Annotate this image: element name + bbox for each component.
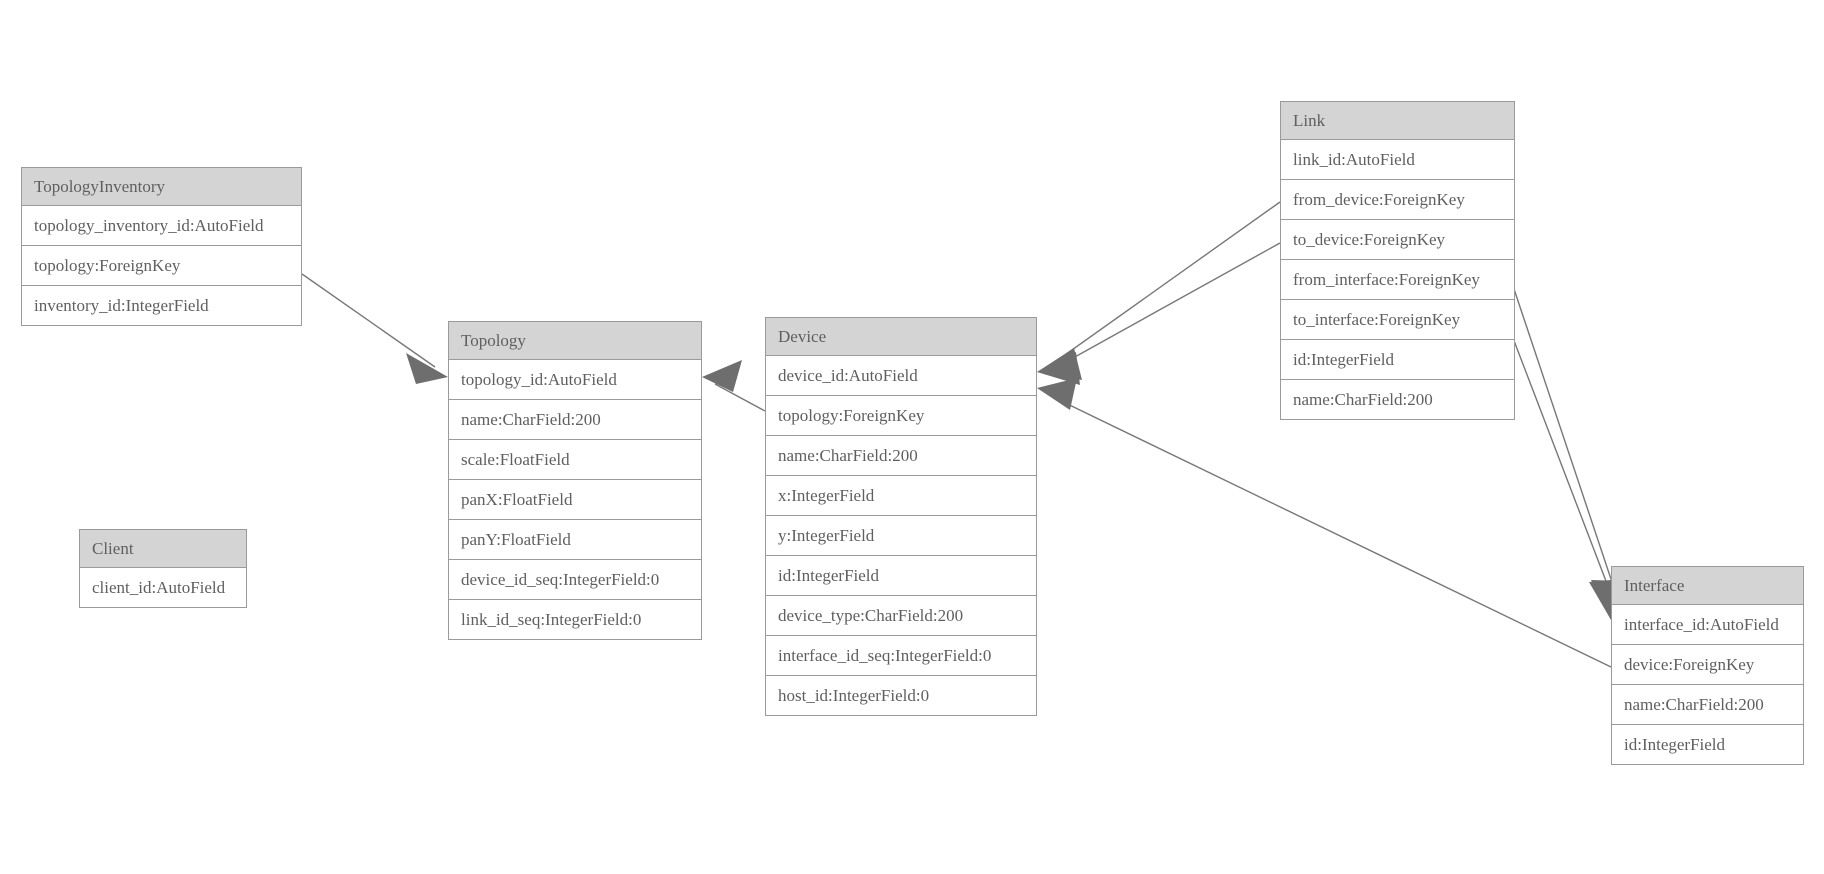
entity-field[interactable]: panX:FloatField [449, 480, 701, 520]
entity-title-topology_inventory: TopologyInventory [22, 168, 301, 206]
entity-field[interactable]: id:IntegerField [1612, 725, 1803, 764]
entity-field[interactable]: from_interface:ForeignKey [1281, 260, 1514, 300]
entity-field[interactable]: panY:FloatField [449, 520, 701, 560]
entity-field[interactable]: x:IntegerField [766, 476, 1036, 516]
entity-field[interactable]: topology_inventory_id:AutoField [22, 206, 301, 246]
entity-field[interactable]: host_id:IntegerField:0 [766, 676, 1036, 715]
entity-field[interactable]: id:IntegerField [766, 556, 1036, 596]
entity-field[interactable]: interface_id:AutoField [1612, 605, 1803, 645]
entity-field[interactable]: from_device:ForeignKey [1281, 180, 1514, 220]
edge-link-from-interface [1511, 282, 1624, 620]
entity-field[interactable]: link_id_seq:IntegerField:0 [449, 600, 701, 639]
entity-title-topology: Topology [449, 322, 701, 360]
entity-title-client: Client [80, 530, 246, 568]
entity-field[interactable]: device_id:AutoField [766, 356, 1036, 396]
entity-field[interactable]: name:CharField:200 [1281, 380, 1514, 419]
entity-field[interactable]: name:CharField:200 [449, 400, 701, 440]
entity-field[interactable]: interface_id_seq:IntegerField:0 [766, 636, 1036, 676]
entity-field[interactable]: device_type:CharField:200 [766, 596, 1036, 636]
entity-field[interactable]: device_id_seq:IntegerField:0 [449, 560, 701, 600]
edge-link-to-interface [1507, 324, 1622, 620]
edge-interface-device [1037, 378, 1612, 668]
entity-field[interactable]: to_device:ForeignKey [1281, 220, 1514, 260]
entity-field[interactable]: name:CharField:200 [1612, 685, 1803, 725]
edge-link-from-device [1037, 201, 1281, 380]
entity-field[interactable]: name:CharField:200 [766, 436, 1036, 476]
entity-field[interactable]: y:IntegerField [766, 516, 1036, 556]
entity-field[interactable]: id:IntegerField [1281, 340, 1514, 380]
entity-field[interactable]: scale:FloatField [449, 440, 701, 480]
edge-link-to-device [1037, 242, 1281, 385]
entity-title-device: Device [766, 318, 1036, 356]
entity-field[interactable]: topology:ForeignKey [22, 246, 301, 286]
entity-title-link: Link [1281, 102, 1514, 140]
entity-field[interactable]: topology_id:AutoField [449, 360, 701, 400]
entity-field[interactable]: to_interface:ForeignKey [1281, 300, 1514, 340]
entity-field[interactable]: inventory_id:IntegerField [22, 286, 301, 325]
entity-field[interactable]: client_id:AutoField [80, 568, 246, 607]
entity-field[interactable]: topology:ForeignKey [766, 396, 1036, 436]
edge-topologyinventory-topology [301, 273, 448, 384]
entity-title-interface: Interface [1612, 567, 1803, 605]
edge-device-topology [702, 360, 766, 412]
entity-field[interactable]: device:ForeignKey [1612, 645, 1803, 685]
entity-field[interactable]: link_id:AutoField [1281, 140, 1514, 180]
